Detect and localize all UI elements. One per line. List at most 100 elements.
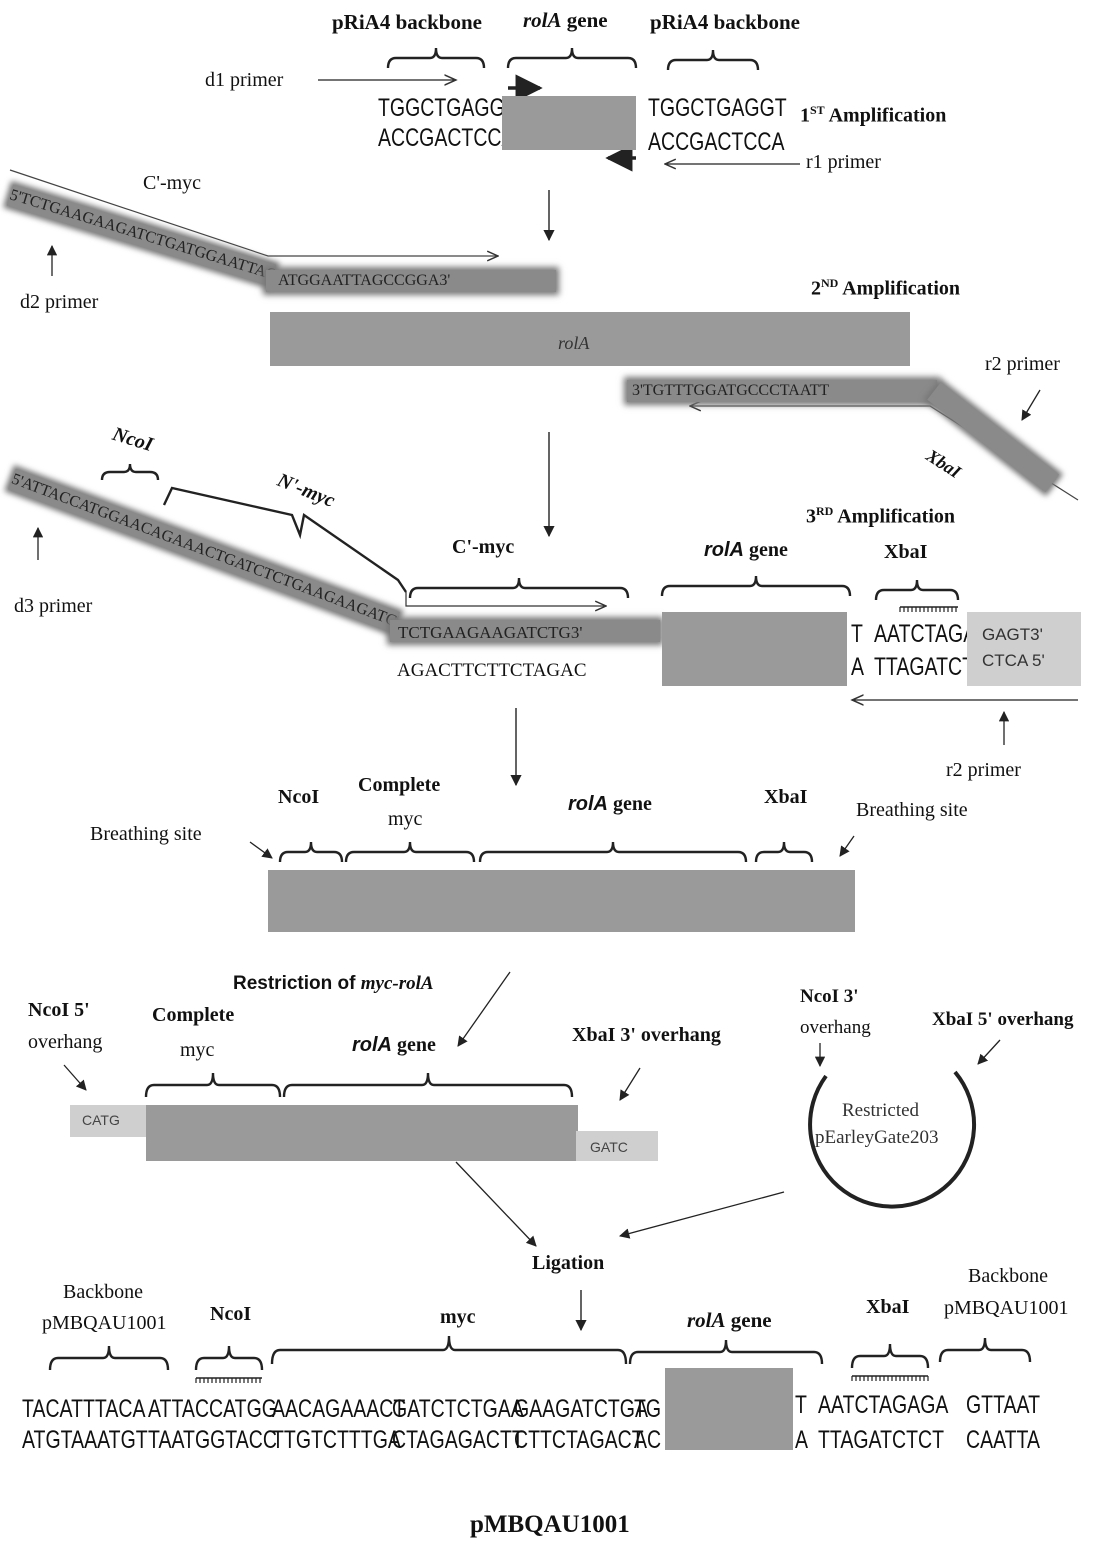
final-tail-bottom: TTAGATCTCT xyxy=(818,1428,944,1453)
rola-gene-label-5: rolA gene xyxy=(352,1035,436,1055)
ncoi-label-4: NcoI xyxy=(278,787,319,807)
xbai-3-overhang: XbaI 3' overhang xyxy=(572,1025,721,1045)
ncoi-bracket-4 xyxy=(280,842,342,862)
complete-label-5: Complete xyxy=(152,1005,234,1025)
end-seq-bot: CTCA 5' xyxy=(982,652,1045,669)
gatc-label: GATC xyxy=(590,1140,628,1154)
final-seq-top: GATCTCTGAA xyxy=(392,1397,524,1422)
myc-bracket-5 xyxy=(146,1073,280,1097)
breath-left-arrow xyxy=(250,842,272,858)
complete-label-4: Complete xyxy=(358,775,440,795)
breath-right-arrow xyxy=(840,836,854,856)
final-tail-top: AATCTAGAGA xyxy=(818,1393,948,1418)
rola-label-2: rolA xyxy=(558,334,589,352)
plasmid-label-1: Restricted xyxy=(842,1101,919,1120)
seq-right-bot: ACCGACTCCA xyxy=(648,130,785,155)
restriction-label: Restriction of myc-rolA xyxy=(233,974,434,993)
rola-gene-label-6: rolA gene xyxy=(687,1310,772,1331)
rola-gene-bracket xyxy=(508,48,636,68)
xbai-bracket-4 xyxy=(756,842,812,862)
ncoi-label-6: NcoI xyxy=(210,1304,251,1324)
myc-bracket-4 xyxy=(346,842,474,862)
breathing-site-left: Breathing site xyxy=(90,824,202,844)
final-seq-bottom: TTGTCTTTGA xyxy=(272,1428,401,1453)
final-seq-top: GAAGATCTGA xyxy=(514,1397,648,1422)
xbai-hatch-3 xyxy=(900,607,956,612)
amplification-2-label: 2ND Amplification xyxy=(811,277,960,299)
backbone-left-1: Backbone xyxy=(63,1282,143,1302)
r2-label-arrow xyxy=(1022,390,1040,420)
xbai-bracket-3 xyxy=(876,580,958,600)
r2-primer-seq: 3'TGTTTGGATGCCCTAATT xyxy=(632,383,829,399)
rola-bracket-5 xyxy=(284,1073,572,1097)
myc-label-5: myc xyxy=(180,1040,214,1060)
plasmid-label-2: pEarleyGate203 xyxy=(815,1128,938,1147)
myc-label-4: myc xyxy=(388,809,422,829)
xbai5-arrow xyxy=(978,1040,1000,1064)
xbai-5-overhang: XbaI 5' overhang xyxy=(932,1010,1073,1029)
backbone-left-2: pMBQAU1001 xyxy=(42,1313,166,1333)
rola-gene-label-4: rolA gene xyxy=(568,794,652,814)
final-seq-bottom: CTAGAGACTT xyxy=(392,1428,524,1453)
ncoi-3-overhang-2: overhang xyxy=(800,1018,871,1037)
backbone-bracket-left xyxy=(50,1346,168,1370)
dna-box-5 xyxy=(146,1105,578,1161)
d3-seq-bottom: AGACTTCTTCTAGAC xyxy=(397,661,587,680)
cmyc-label-2: C'-myc xyxy=(143,173,201,193)
seq-left-bot: ACCGACTCCA xyxy=(378,126,515,151)
final-seq-top: TACATTTACA xyxy=(22,1397,145,1422)
d3-primer-label: d3 primer xyxy=(14,596,92,616)
ligation-arrow-right xyxy=(620,1192,784,1236)
r2-primer-label-3: r2 primer xyxy=(946,760,1021,780)
ncoi-5-overhang-2: overhang xyxy=(28,1032,102,1052)
ncoi-overhang-arrow xyxy=(64,1065,86,1090)
backbone-label-right: pRiA4 backbone xyxy=(650,12,800,33)
r1-primer-label: r1 primer xyxy=(806,152,881,172)
d1-primer-label: d1 primer xyxy=(205,70,283,90)
amplification-3-label: 3RD Amplification xyxy=(806,505,955,527)
xbai-label-3: XbaI xyxy=(884,542,927,562)
cmyc-label-3: C'-myc xyxy=(452,537,514,557)
backbone-right-2: pMBQAU1001 xyxy=(944,1298,1068,1318)
end-box-3 xyxy=(967,612,1081,686)
xbai-label-6: XbaI xyxy=(866,1297,909,1317)
xbai-hatch-6 xyxy=(852,1376,928,1381)
backbone-right-1: Backbone xyxy=(968,1266,1048,1286)
rola-bracket-4 xyxy=(480,842,746,862)
xba-seq-top: AATCTAGA xyxy=(874,622,976,647)
d2-primer-seq-flat: ATGGAATTAGCCGGA3' xyxy=(278,273,450,289)
backbone-label-left: pRiA4 backbone xyxy=(332,12,482,33)
final-seq-top: AACAGAAACT xyxy=(272,1397,405,1422)
backbone-left-bracket xyxy=(388,48,484,68)
backbone-right-bracket xyxy=(668,50,758,70)
seq-right-top: TGGCTGAGGT xyxy=(648,96,787,121)
ncoi-bracket-3 xyxy=(102,464,158,480)
catg-label: CATG xyxy=(82,1113,120,1127)
cmyc-bracket-3 xyxy=(410,578,628,598)
rola-gene-bracket-3 xyxy=(662,576,850,596)
final-tail-bottom: A xyxy=(795,1428,808,1453)
d3-seq-top: TCTGAAGAAGATCTG3' xyxy=(398,624,582,641)
ligation-label: Ligation xyxy=(532,1253,604,1273)
final-plasmid-title: pMBQAU1001 xyxy=(470,1512,630,1537)
final-seq-top: TG xyxy=(634,1397,661,1422)
ligation-arrow-left xyxy=(456,1162,536,1246)
end-seq-top: GAGT3' xyxy=(982,626,1043,643)
restriction-arrow xyxy=(458,972,510,1046)
ncoi-bracket-6 xyxy=(196,1346,262,1370)
dna-box-6 xyxy=(665,1368,793,1450)
dna-box-3 xyxy=(662,612,847,686)
final-tail-top: T xyxy=(795,1393,807,1418)
ncoi-3-overhang-1: NcoI 3' xyxy=(800,987,859,1006)
ncoi-hatch-6 xyxy=(196,1378,260,1383)
amplification-1-label: 1ST Amplification xyxy=(800,104,946,126)
final-seq-top: ATTACCATGG xyxy=(148,1397,277,1422)
rola-bracket-6 xyxy=(630,1340,822,1364)
seq3-a: A xyxy=(851,655,864,680)
seq3-t: T xyxy=(851,622,863,647)
final-seq-bottom: AC xyxy=(634,1428,661,1453)
d2-primer-label: d2 primer xyxy=(20,292,98,312)
myc-label-6: myc xyxy=(440,1307,476,1327)
cmyc-primer-line-3 xyxy=(406,592,606,606)
